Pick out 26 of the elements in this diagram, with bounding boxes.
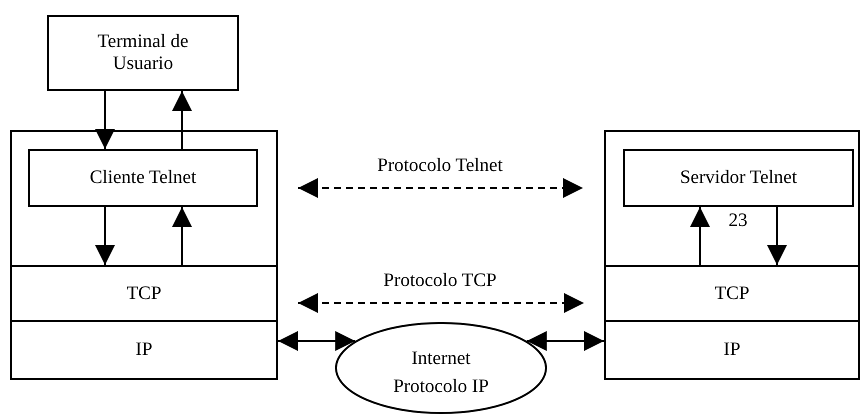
- arrow: [95, 91, 115, 149]
- arrow: [526, 331, 604, 351]
- stack-box: [10, 130, 278, 380]
- stack-box: [604, 130, 860, 380]
- node-label: TCP: [126, 282, 162, 304]
- node-label: IP: [136, 339, 152, 361]
- arrow: [95, 207, 115, 265]
- arrow: [172, 207, 192, 265]
- arrow: [172, 91, 192, 149]
- node-label: Protocolo IP: [393, 376, 489, 398]
- node-label: Servidor Telnet: [680, 167, 798, 189]
- network-ellipse: [335, 322, 547, 414]
- arrow: [690, 207, 710, 265]
- layer-box: [47, 15, 239, 91]
- node-label: TCP: [714, 282, 750, 304]
- node-label: Cliente Telnet: [90, 167, 196, 189]
- node-label: Terminal de Usuario: [96, 31, 190, 75]
- port-number: 23: [728, 210, 748, 232]
- arrow: [278, 331, 356, 351]
- arrow: [767, 207, 787, 265]
- layer-box: [623, 149, 854, 207]
- layer-box: [28, 149, 258, 207]
- node-label: Internet: [411, 348, 471, 370]
- arrow: [298, 178, 583, 198]
- arrow: [298, 293, 584, 313]
- node-label: IP: [724, 339, 740, 361]
